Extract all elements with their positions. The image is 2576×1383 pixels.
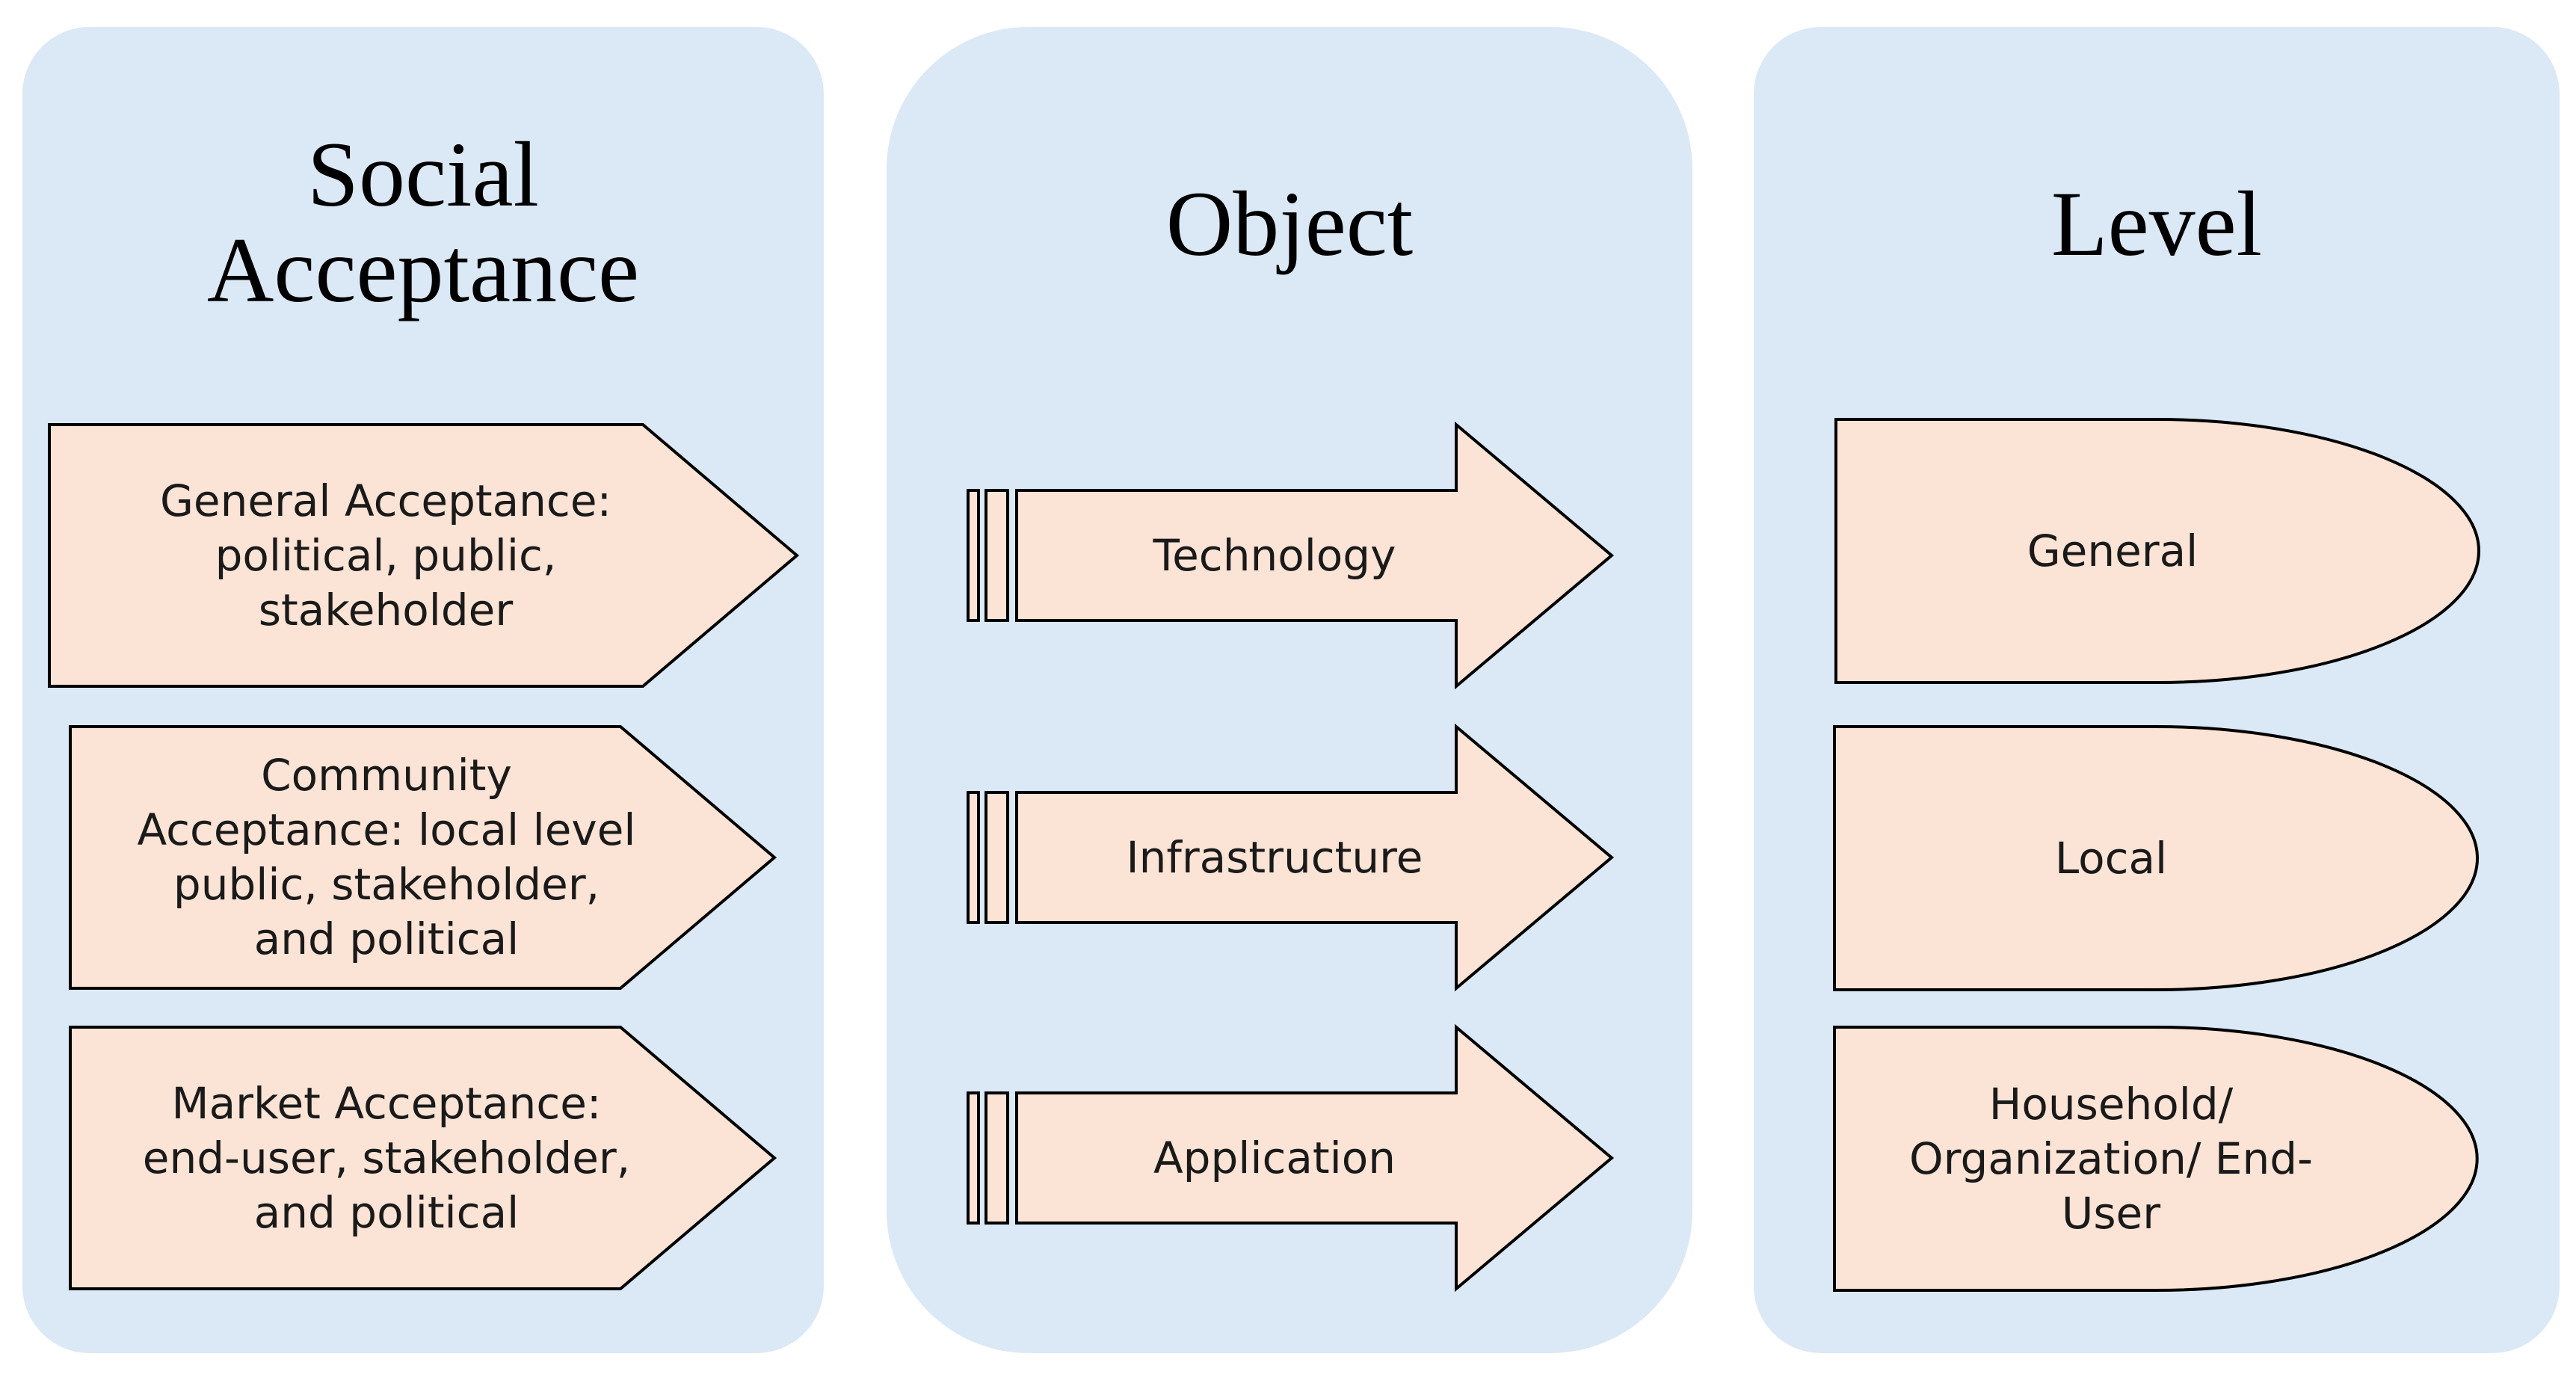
title-object: Object	[1165, 173, 1414, 275]
panel-social-acceptance	[22, 27, 824, 1353]
title-level: Level	[2050, 173, 2263, 275]
label-community-acceptance: Community Acceptance: local level public…	[137, 750, 636, 964]
delay-shape-local	[1833, 725, 2479, 991]
arrow-infrastructure	[967, 723, 1615, 992]
label-technology: Technology	[1153, 529, 1396, 581]
label-local: Local	[2054, 832, 2168, 884]
label-application: Application	[1153, 1132, 1396, 1183]
arrow-technology	[967, 421, 1615, 690]
label-market-acceptance: Market Acceptance: end-user, stakeholder…	[142, 1077, 631, 1238]
label-infrastructure: Infrastructure	[1126, 831, 1423, 883]
delay-shape-household	[1833, 1026, 2479, 1292]
pentagon-community-acceptance	[69, 725, 777, 990]
pentagon-general-acceptance	[48, 423, 800, 688]
panel-level	[1754, 27, 2560, 1353]
arrow-application	[967, 1023, 1615, 1293]
label-general-acceptance: General Acceptance: political, public, s…	[159, 475, 612, 635]
title-social-acceptance: Social Acceptance	[206, 123, 640, 321]
label-general: General	[2027, 525, 2198, 576]
delay-shape-general	[1834, 418, 2480, 684]
label-household: Household/ Organization/ End- User	[1909, 1078, 2313, 1239]
pentagon-market-acceptance	[69, 1026, 777, 1290]
panel-object	[887, 27, 1692, 1353]
